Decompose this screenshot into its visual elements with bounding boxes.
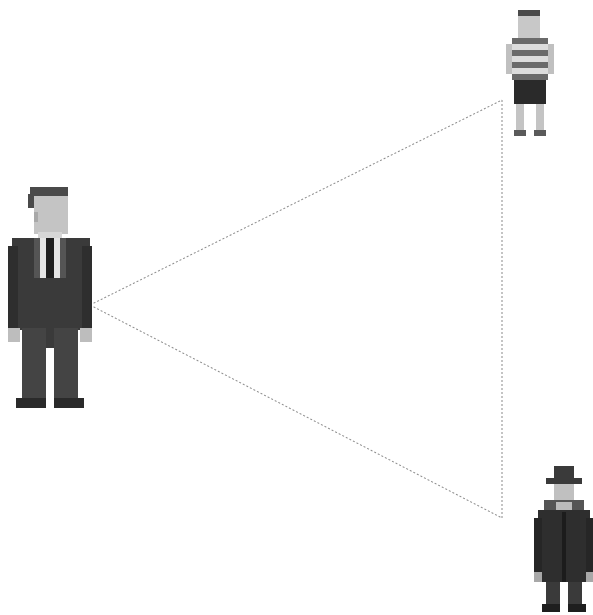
- child-striped-shirt-icon: [506, 10, 554, 136]
- detective-trenchcoat-icon: [534, 466, 593, 612]
- connection-lines: [89, 99, 503, 519]
- line-businessman-to-detective: [89, 304, 503, 519]
- businessman-icon: [8, 187, 92, 408]
- line-businessman-to-child: [89, 99, 503, 306]
